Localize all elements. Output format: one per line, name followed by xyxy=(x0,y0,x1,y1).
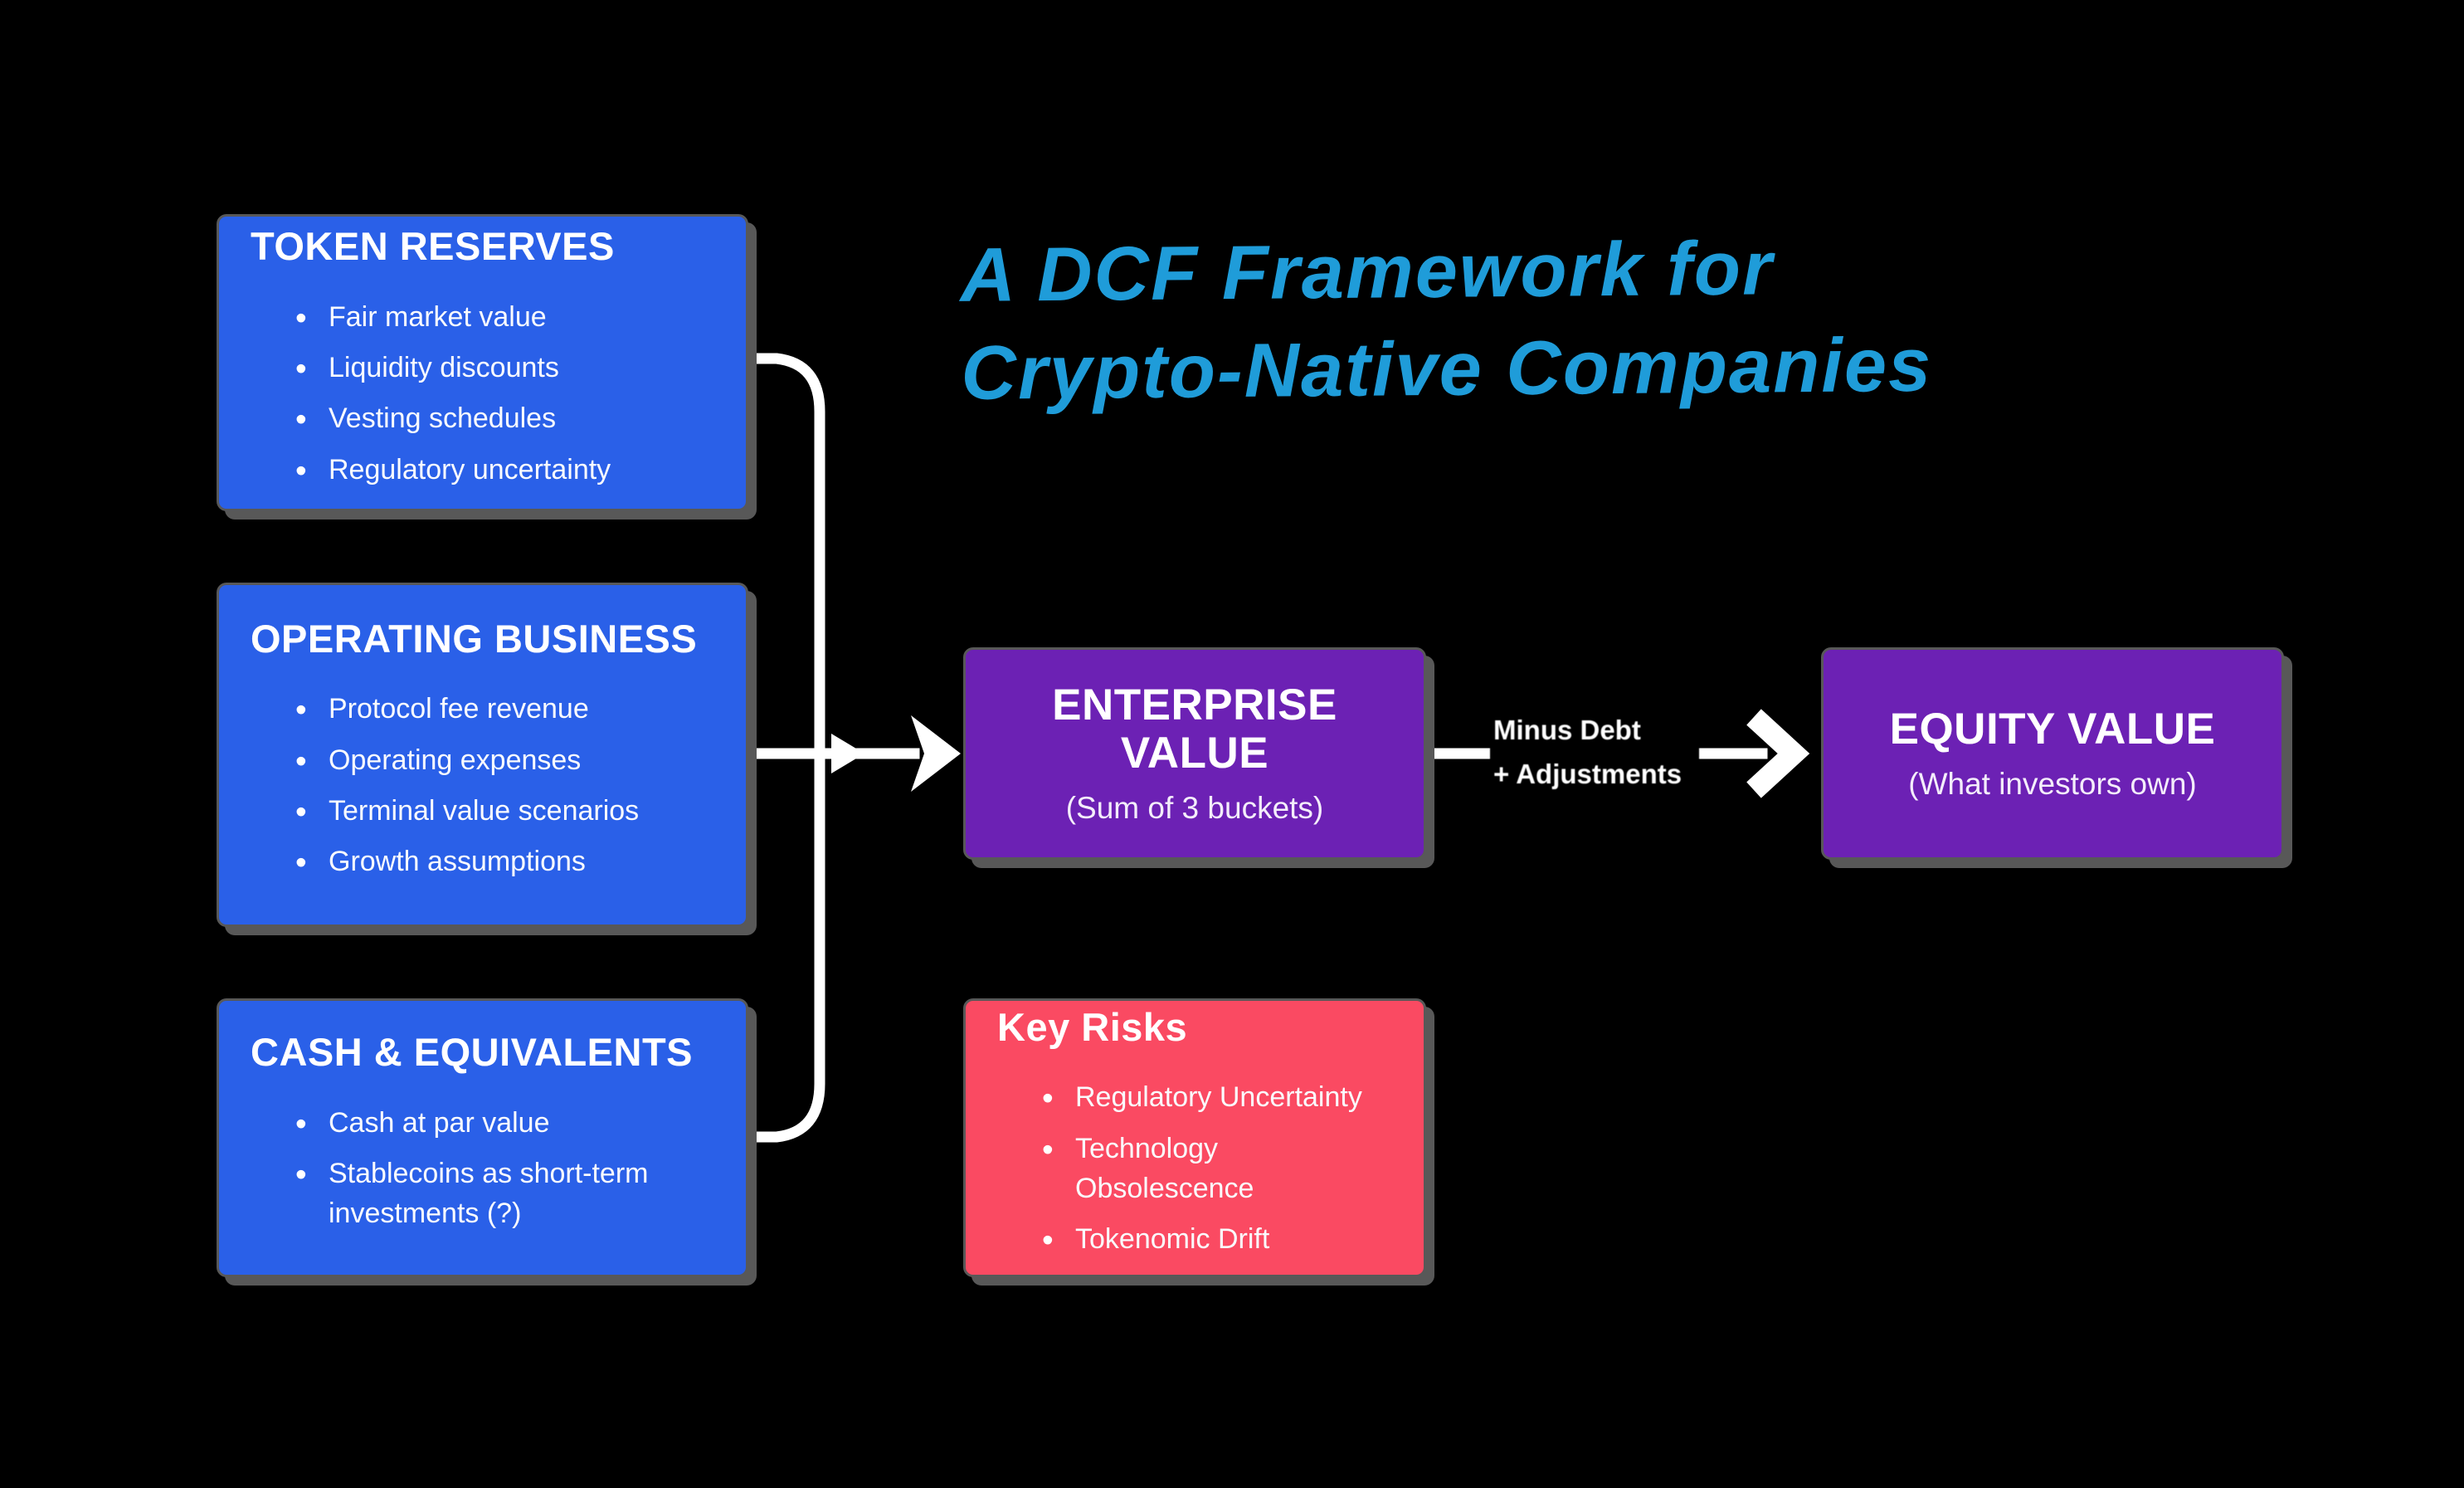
bullet-item: Operating expenses xyxy=(290,739,721,785)
equity-value-box: EQUITY VALUE (What investors own) xyxy=(1821,647,2284,860)
bullet-item: Stablecoins as short-term investments (?… xyxy=(290,1152,721,1234)
key-risks-heading: Key Risks xyxy=(997,1004,1188,1049)
bullet-item: Liquidity discounts xyxy=(290,346,721,393)
enterprise-value-subtitle: (Sum of 3 buckets) xyxy=(1065,791,1324,826)
diagram-title: A DCF Framework for Crypto-Native Compan… xyxy=(960,217,2082,422)
bullet-item: Tokenomic Drift xyxy=(1037,1217,1399,1264)
cash-equivalents-bullet-list: Cash at par valueStablecoins as short-te… xyxy=(251,1092,721,1245)
merge-point-arrowhead xyxy=(831,734,864,773)
equity-value-subtitle: (What investors own) xyxy=(1908,767,2197,802)
operating-business-heading: OPERATING BUSINESS xyxy=(251,616,698,661)
arrow-label-line1: Minus Debt xyxy=(1493,715,1641,745)
equity-value-arrowhead xyxy=(1746,709,1810,798)
diagram-title-line2: Crypto-Native Companies xyxy=(961,322,1933,416)
token-reserves-bullet-list: Fair market valueLiquidity discountsVest… xyxy=(251,286,721,500)
key-risks-bullet-list: Regulatory UncertaintyTechnology Obsoles… xyxy=(997,1066,1399,1270)
ev-to-equity-arrow-label: Minus Debt + Adjustments xyxy=(1490,706,1699,798)
cash-equivalents-heading: CASH & EQUIVALENTS xyxy=(251,1030,693,1075)
bullet-item: Growth assumptions xyxy=(290,840,721,886)
bullet-item: Fair market value xyxy=(290,295,721,342)
operating-business-box: OPERATING BUSINESS Protocol fee revenueO… xyxy=(217,583,748,927)
operating-business-bullet-list: Protocol fee revenueOperating expensesTe… xyxy=(251,678,721,892)
bullet-item: Technology Obsolescence xyxy=(1037,1127,1399,1209)
bullet-item: Terminal value scenarios xyxy=(290,789,721,836)
bullet-item: Regulatory Uncertainty xyxy=(1037,1076,1399,1122)
enterprise-value-box: ENTERPRISE VALUE (Sum of 3 buckets) xyxy=(963,647,1426,860)
bullet-item: Protocol fee revenue xyxy=(290,687,721,734)
bullet-item: Vesting schedules xyxy=(290,397,721,443)
token-reserves-heading: TOKEN RESERVES xyxy=(251,224,615,269)
bucket-bracket-connector xyxy=(739,353,825,1143)
enterprise-value-arrowhead xyxy=(911,715,961,792)
bullet-item: Cash at par value xyxy=(290,1101,721,1148)
key-risks-box: Key Risks Regulatory UncertaintyTechnolo… xyxy=(963,998,1426,1277)
cash-equivalents-box: CASH & EQUIVALENTS Cash at par valueStab… xyxy=(217,998,748,1277)
arrow-label-line2: + Adjustments xyxy=(1493,759,1682,790)
token-reserves-box: TOKEN RESERVES Fair market valueLiquidit… xyxy=(217,214,748,511)
diagram-title-line1: A DCF Framework for xyxy=(960,226,1775,318)
enterprise-value-heading: ENTERPRISE VALUE xyxy=(1052,680,1337,778)
bullet-item: Regulatory uncertainty xyxy=(290,448,721,495)
equity-value-heading: EQUITY VALUE xyxy=(1889,704,2216,754)
